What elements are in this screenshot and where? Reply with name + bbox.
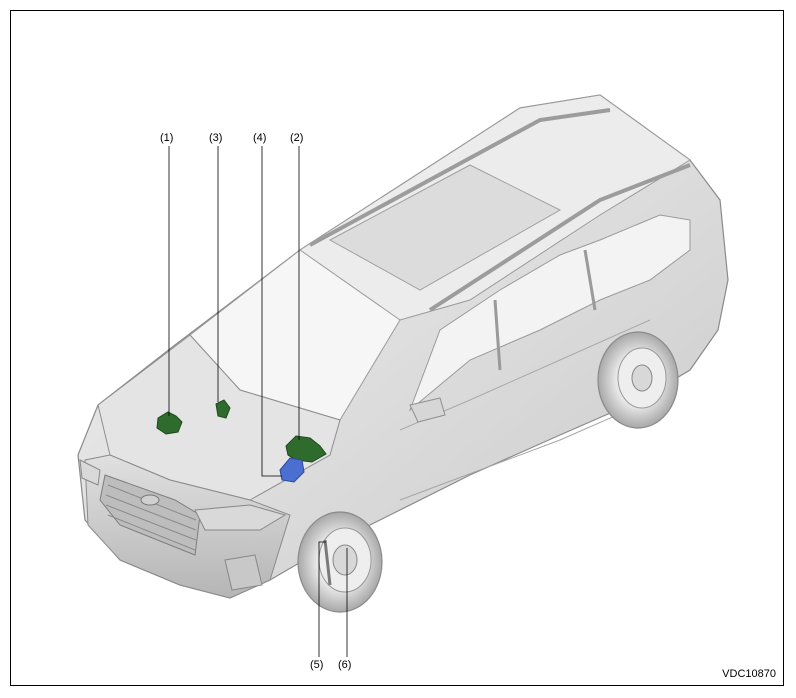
callout-1: (1) <box>160 132 174 144</box>
callout-6: (6) <box>338 659 352 671</box>
component-2 <box>285 435 327 463</box>
brake-caliper <box>323 539 332 586</box>
leader-5 <box>318 541 326 657</box>
component-4 <box>279 457 305 483</box>
callout-5: (5) <box>310 659 324 671</box>
headlight-right <box>194 504 287 531</box>
diagram-frame <box>10 10 784 686</box>
roof-rail-right <box>428 163 691 312</box>
roof-rail-left <box>309 108 611 247</box>
side-windows <box>408 214 691 412</box>
leader-lines <box>168 146 348 657</box>
headlight-left <box>79 459 101 486</box>
grille <box>99 474 201 556</box>
side-mirror <box>409 397 446 423</box>
c-pillar <box>583 249 597 311</box>
callout-2: (2) <box>290 132 304 144</box>
fog-light <box>224 554 263 591</box>
b-pillar <box>493 299 502 371</box>
rear-wheel <box>597 331 679 429</box>
rocker-line <box>399 404 641 501</box>
figure-id: VDC10870 <box>722 668 776 680</box>
callout-4: (4) <box>253 132 267 144</box>
sunroof <box>328 164 562 291</box>
car-body <box>77 94 729 599</box>
front-wheel <box>297 511 383 613</box>
callout-3: (3) <box>209 132 223 144</box>
leader-4 <box>261 146 282 477</box>
badge <box>140 494 160 506</box>
component-3 <box>215 399 231 419</box>
